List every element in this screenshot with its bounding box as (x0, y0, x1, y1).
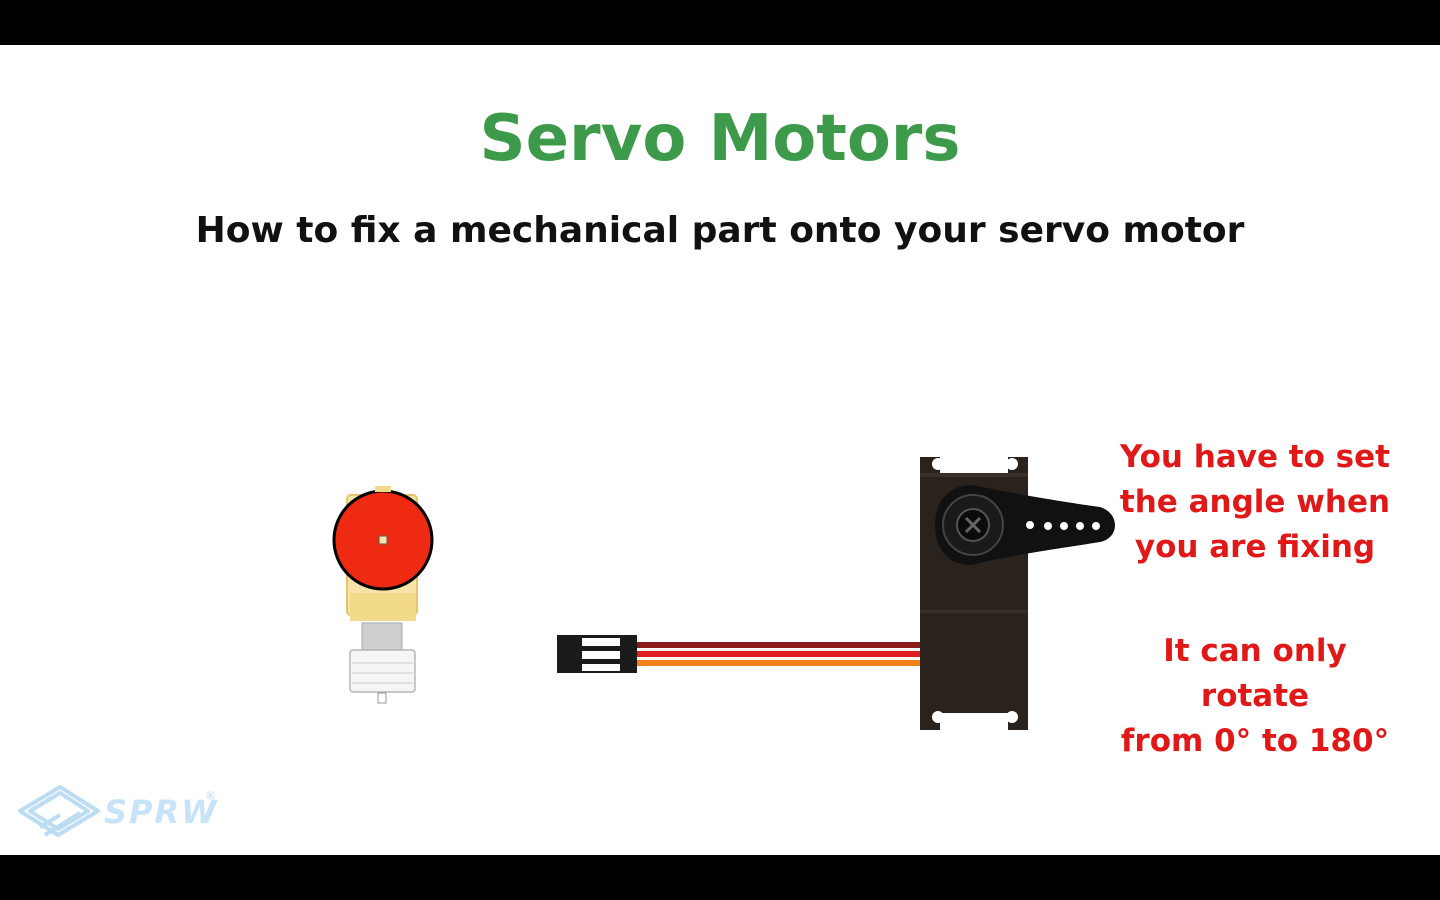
sprw-logo-icon (18, 785, 100, 837)
servo-connector-cable (557, 635, 927, 673)
slide-subtitle: How to fix a mechanical part onto your s… (195, 210, 1245, 251)
brand-logo-text: SPRW (104, 793, 219, 831)
diagram (18, 457, 1115, 837)
letterbox-bottom (0, 855, 1440, 900)
angle-setting-note: You have to set the angle when you are f… (1119, 439, 1391, 565)
servo-motor-illustration (920, 457, 1115, 730)
slide-title: Servo Motors (479, 102, 961, 176)
registered-mark: ® (205, 789, 216, 802)
slide: Servo Motors How to fix a mechanical par… (0, 45, 1440, 855)
rotation-range-note: It can only rotate from 0° to 180° (1120, 633, 1390, 759)
letterbox-top (0, 0, 1440, 45)
dc-gear-motor-illustration (332, 486, 434, 704)
